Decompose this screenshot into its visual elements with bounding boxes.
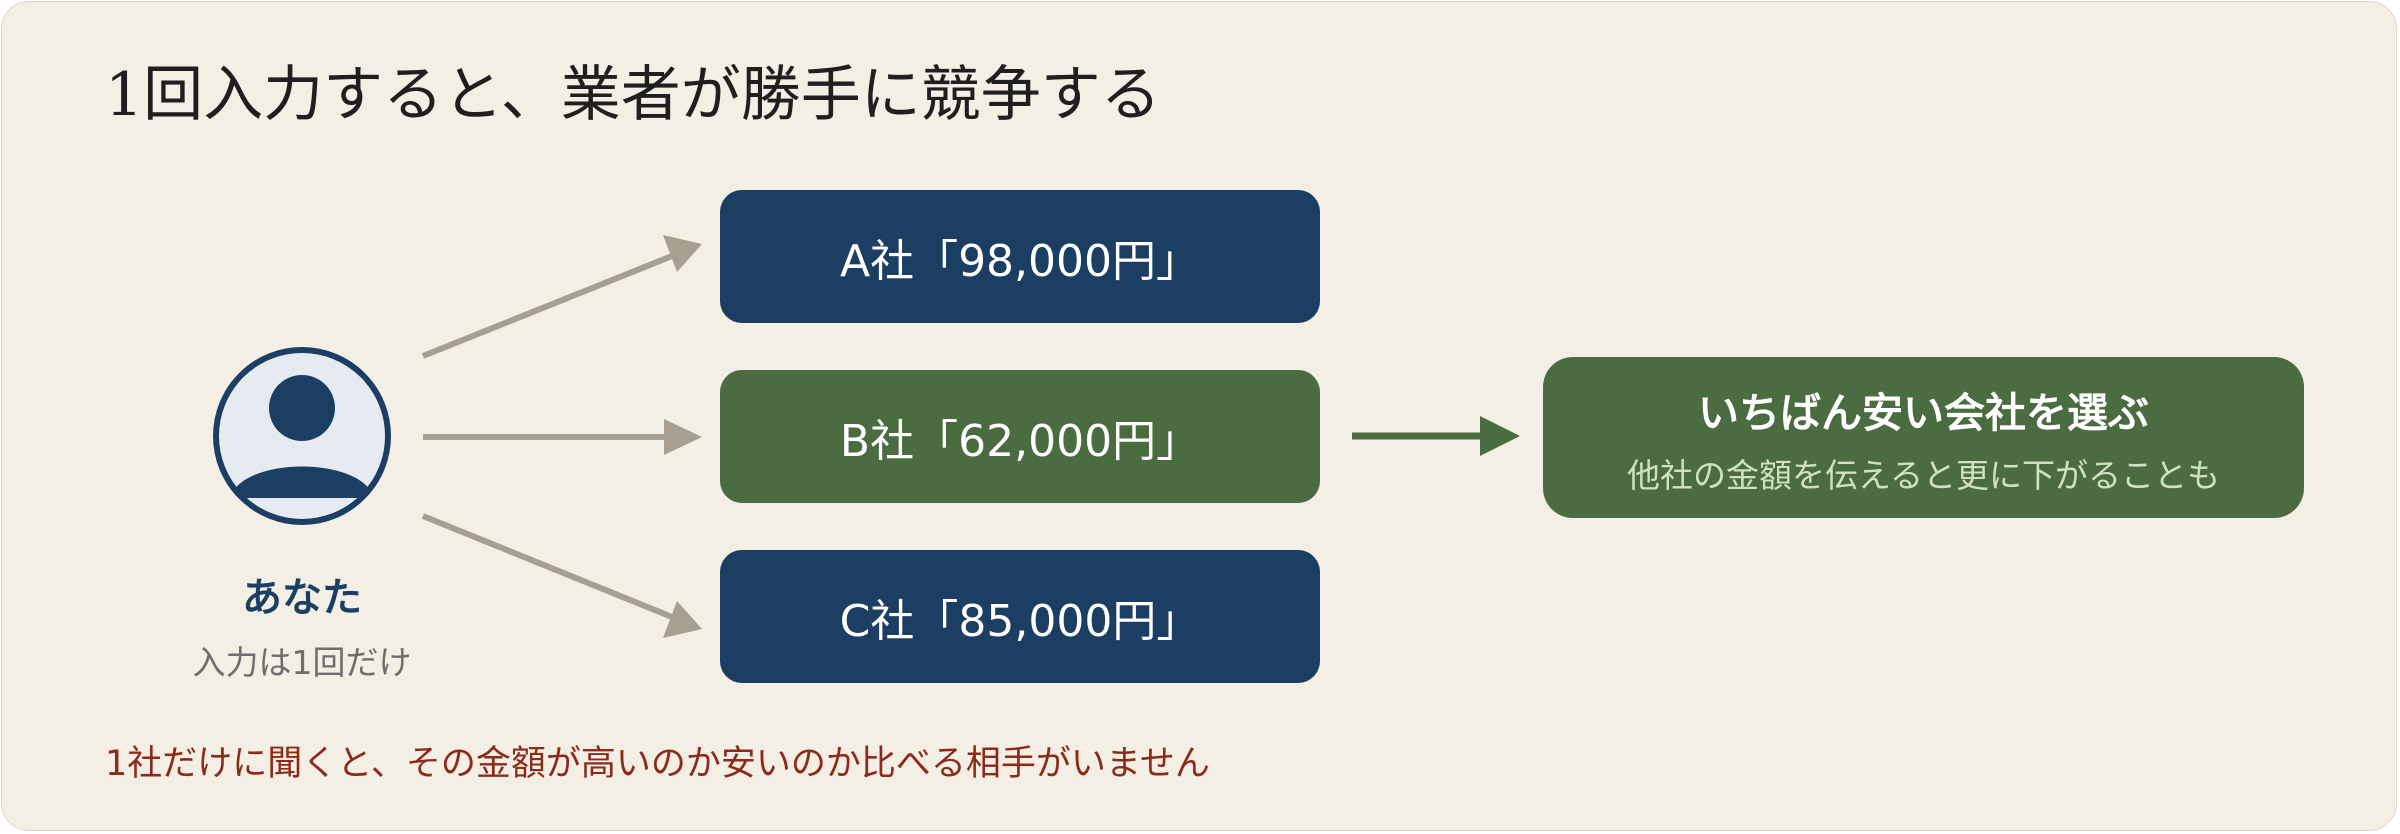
arrow-to-company-b (423, 419, 702, 455)
quote-label: A社「98,000円」 (839, 235, 1201, 287)
quote-box-company-c: C社「85,000円」 (720, 550, 1320, 683)
arrow-to-company-a (421, 235, 702, 359)
result-subtitle: 他社の金額を伝えると更に下がることも (1626, 455, 2220, 495)
user-label: あなた (242, 575, 362, 621)
quote-label: B社「62,000円」 (839, 415, 1201, 467)
arrow-to-company-c (421, 513, 702, 638)
page-title: 1回入力すると、業者が勝手に競争する (105, 60, 1161, 130)
result-title: いちばん安い会社を選ぶ (1698, 388, 2149, 437)
warning-note: 1社だけに聞くと、その金額が高いのか安いのか比べる相手がいません (105, 744, 1210, 784)
quote-label: C社「85,000円」 (839, 595, 1201, 647)
arrow-to-result (1352, 416, 1520, 456)
quote-box-company-b: B社「62,000円」 (720, 370, 1320, 503)
user-sublabel: 入力は1回だけ (192, 643, 412, 682)
quote-box-company-a: A社「98,000円」 (720, 190, 1320, 323)
result-box: いちばん安い会社を選ぶ 他社の金額を伝えると更に下がることも (1543, 357, 2304, 518)
person-icon (213, 347, 391, 525)
